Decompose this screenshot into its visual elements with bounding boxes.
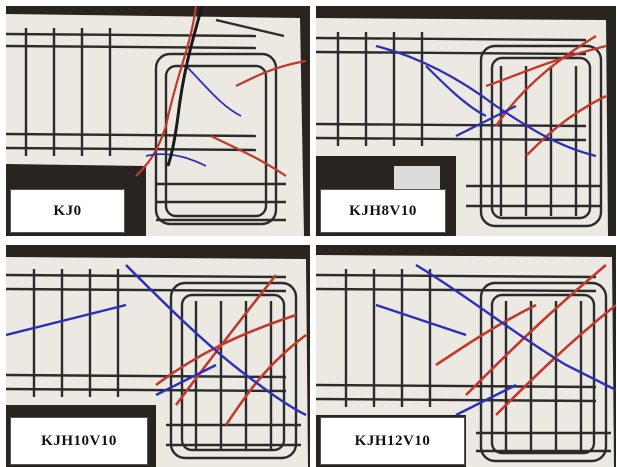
photo-panel-kjh8v10: KJH8V10 — [316, 6, 616, 236]
specimen-photo-kjh8v10 — [316, 6, 616, 236]
specimen-photo-kjh10v10 — [6, 245, 310, 467]
photo-panel-kjh10v10: KJH10V10 — [6, 245, 310, 467]
specimen-label: KJH12V10 — [320, 417, 465, 465]
specimen-label: KJ0 — [10, 189, 125, 233]
photo-panel-kj0: KJ0 — [6, 6, 310, 236]
specimen-label: KJH10V10 — [10, 417, 148, 465]
specimen-label: KJH8V10 — [320, 189, 446, 233]
photo-panel-kjh12v10: KJH12V10 — [316, 245, 616, 467]
